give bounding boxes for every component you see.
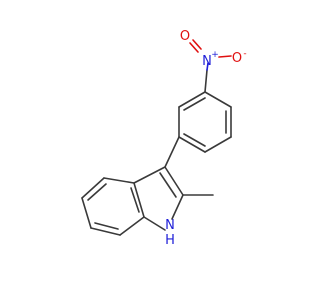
- atom-oxygen-top: O: [180, 29, 190, 44]
- ring-double-bond: [183, 97, 206, 111]
- ring-bond: [90, 227, 121, 236]
- ring-bond: [204, 91, 232, 108]
- ring-double-bond: [159, 172, 177, 198]
- bond-ring-nitro: [204, 69, 208, 93]
- phenyl-ring: [178, 91, 232, 153]
- ring-bond: [119, 216, 145, 236]
- ring-double-bond: [183, 133, 206, 147]
- ring-bond: [103, 177, 135, 184]
- ring-bond: [143, 216, 166, 231]
- bond-ring-nitro-n: [206, 62, 209, 71]
- molecule-diagram: N + O O - N H: [81, 29, 247, 248]
- atom-indole-h: H: [165, 233, 175, 248]
- ring-double-bond: [87, 183, 107, 201]
- ring-bond: [171, 194, 184, 220]
- bond-n-o-top-a: [189, 42, 199, 53]
- ring-bond: [81, 177, 105, 199]
- charge-minus: -: [243, 49, 246, 59]
- ring-bond: [133, 166, 166, 184]
- ring-bond: [81, 197, 92, 229]
- bond-n-o-top-b: [192, 39, 202, 50]
- pyrrole-ring: [133, 166, 184, 231]
- ring-bond: [164, 166, 184, 196]
- ring-bond: [178, 136, 206, 153]
- benzo-ring: [81, 177, 145, 236]
- ring-double-bond: [94, 222, 119, 230]
- ring-bond: [204, 136, 232, 153]
- ring-bond: [178, 91, 206, 108]
- ring-double-bond: [130, 187, 140, 213]
- bond-n-o-right: [218, 55, 232, 58]
- charge-plus: +: [211, 50, 219, 60]
- ring-bond: [133, 182, 145, 218]
- atom-indole-n: N: [165, 218, 175, 233]
- atom-nitro-n: N: [202, 54, 212, 69]
- nitro-group: [189, 39, 232, 93]
- bond-phenyl-indole: [164, 136, 180, 168]
- structure-canvas: N + O O - N H: [81, 29, 247, 248]
- atom-oxygen-right: O: [232, 51, 242, 66]
